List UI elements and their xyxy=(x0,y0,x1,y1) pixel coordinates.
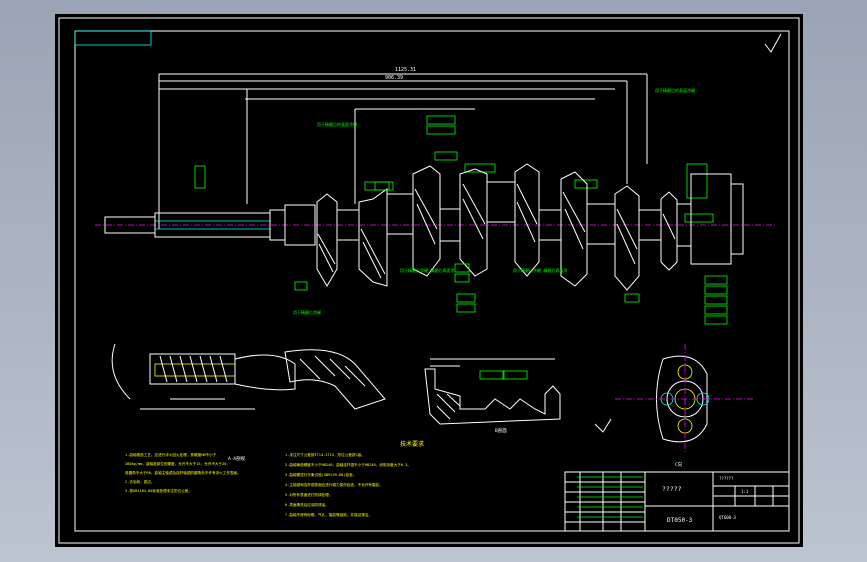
outer-frame xyxy=(58,17,800,544)
tb-material: QT600-3 xyxy=(719,515,736,520)
corner-box xyxy=(74,30,152,46)
tech-right-2: 2.曲轴铸造硬度不小于HB240，曲轴连杆颈不小于HB240，渗氮深度大于0.3… xyxy=(285,462,411,467)
tech-left-5: 3.按GB1184-80标准处理未注形位公差。 xyxy=(125,488,192,493)
note-4: 用于精磨后涂硬 xyxy=(293,309,321,315)
tech-left-3: 各圆角不大于R0，曲轴主轴颈及连杆轴颈的圆角处不许有淬火工作表面。 xyxy=(125,470,241,475)
section-b-view xyxy=(424,358,561,425)
note-3: 用于精磨后涂硬 精磨后表面涂 xyxy=(400,267,454,273)
section-a-label: A-A剖视 xyxy=(228,455,246,462)
tech-right-5: 5.对所有表面进行防锈处理。 xyxy=(285,492,332,497)
tb-weight: ?????? xyxy=(719,476,734,481)
drawing-svg: 1125.31 906.39 用于精磨后的表面涂硬 用于精磨后的表面涂硬 xyxy=(58,17,800,544)
tech-requirements-left: 1.曲轴锻造工艺，应进行淬火回火处理，其硬度HB不小于 280kg/mm，曲轴各… xyxy=(125,452,241,493)
inner-frame xyxy=(74,30,790,532)
view-c xyxy=(594,344,755,454)
tech-title: 技术要求 xyxy=(400,440,424,448)
tol-frames-mid xyxy=(294,181,728,325)
tech-right-3: 3.曲轴需进行平衡试验(GB9239-88)检查。 xyxy=(285,472,356,477)
dim-total: 1125.31 xyxy=(395,67,416,73)
section-b-label: B剖面 xyxy=(495,427,507,434)
tech-left-1: 1.曲轴锻造工艺，应进行淬火回火处理，其硬度HB不小于 xyxy=(125,452,217,457)
drawing-number: DT050-3 xyxy=(667,517,693,524)
dim-main: 906.39 xyxy=(385,75,403,81)
crankshaft xyxy=(104,163,744,291)
tech-right-6: 6.表面清洗后应涂防锈油。 xyxy=(285,502,329,507)
note-2: 用于精磨后的表面涂硬 xyxy=(655,87,695,93)
note-1: 用于精磨后的表面涂硬 xyxy=(317,121,357,127)
tech-right-1: 1.未注尺寸公差按IT14-IT15，形位公差按C级。 xyxy=(285,452,365,457)
drawing-canvas[interactable]: 1125.31 906.39 用于精磨后的表面涂硬 用于精磨后的表面涂硬 xyxy=(55,14,803,547)
section-a-view xyxy=(111,343,386,410)
tech-right-7: 7.曲轴不得有砂眼、气孔、裂纹等缺陷，并保证清洁。 xyxy=(285,512,372,517)
tech-requirements-right: 1.未注尺寸公差按IT14-IT15，形位公差按C级。 2.曲轴铸造硬度不小于H… xyxy=(285,452,411,517)
tol-frames-top xyxy=(194,115,714,223)
note-5: 用于精磨后涂硬 精磨后表面涂 xyxy=(513,267,567,273)
drawing-title: ????? xyxy=(662,485,682,493)
title-block xyxy=(564,471,790,532)
tb-scale: 1:1 xyxy=(741,489,749,494)
tech-left-4: 2.去毛刺，锐边。 xyxy=(125,479,154,484)
tech-right-4: 4.主轴颈和连杆颈表面应进行磁力探伤检查，不允许有裂纹。 xyxy=(285,482,383,487)
roughness-mark xyxy=(764,33,782,53)
view-c-label: C向 xyxy=(675,461,683,468)
tech-left-2: 280kg/mm，曲轴各部位的硬度，允许不大于15，允许不大于20， xyxy=(125,461,230,466)
